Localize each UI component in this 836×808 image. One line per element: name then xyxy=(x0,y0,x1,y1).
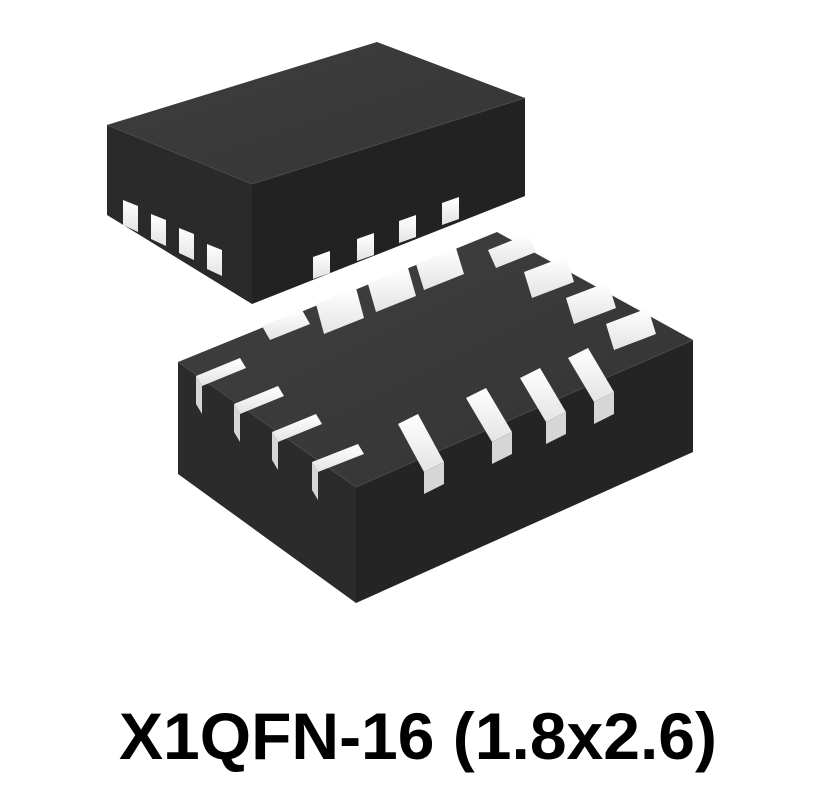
chip-bottom-front-face xyxy=(178,362,356,603)
bottom-right-edge-pads xyxy=(398,348,614,494)
bottom-left-edge-pads xyxy=(196,358,364,500)
package-caption: X1QFN-16 (1.8x2.6) xyxy=(119,699,717,773)
chip-top-right-pads xyxy=(313,197,459,279)
chip-top-left-pads xyxy=(123,200,222,276)
chip-top-face xyxy=(107,42,525,184)
package-illustration xyxy=(106,42,694,603)
chip-top-view xyxy=(106,42,526,304)
bottom-back-right-pads xyxy=(488,234,656,350)
bottom-back-left-pads xyxy=(262,248,464,340)
chip-bottom-view xyxy=(177,232,694,603)
chip-right-face xyxy=(252,98,525,304)
